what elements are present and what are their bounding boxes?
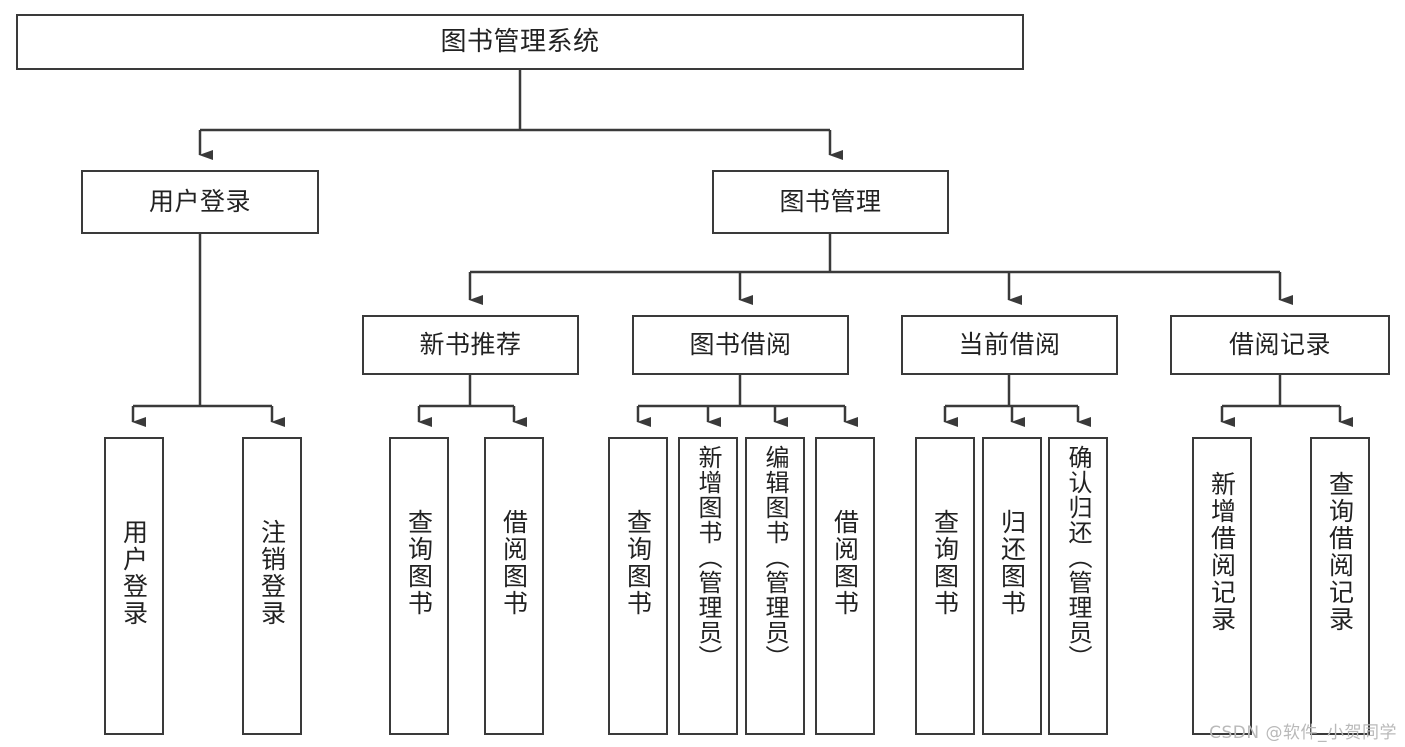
node-leaf-add-record-label: 新增借阅记录 (1207, 471, 1237, 633)
node-leaf-return-book-label: 归还图书 (997, 509, 1027, 617)
node-leaf-borrow-book-1-label: 借阅图书 (499, 509, 529, 617)
node-current-borrow[interactable]: 当前借阅 (901, 315, 1118, 375)
node-book-borrow-label: 图书借阅 (689, 330, 792, 360)
node-root-label: 图书管理系统 (440, 26, 600, 57)
node-leaf-edit-book[interactable]: 编辑图书（管理员） (745, 437, 805, 735)
node-book-borrow[interactable]: 图书借阅 (632, 315, 849, 375)
node-new-book-rec[interactable]: 新书推荐 (362, 315, 579, 375)
node-leaf-query-book-3-label: 查询图书 (930, 509, 960, 617)
node-leaf-user-login[interactable]: 用户登录 (104, 437, 164, 735)
node-leaf-confirm-return-label: 确认归还（管理员） (1064, 445, 1092, 670)
node-leaf-add-book[interactable]: 新增图书（管理员） (678, 437, 738, 735)
node-leaf-user-login-label: 用户登录 (119, 519, 149, 627)
node-leaf-logout[interactable]: 注销登录 (242, 437, 302, 735)
node-user-login-label: 用户登录 (148, 187, 251, 217)
node-leaf-query-book-1-label: 查询图书 (404, 509, 434, 617)
watermark: CSDN @软件_小贺同学 (1209, 723, 1397, 743)
node-current-borrow-label: 当前借阅 (958, 330, 1061, 360)
node-root[interactable]: 图书管理系统 (16, 14, 1024, 70)
node-leaf-add-record[interactable]: 新增借阅记录 (1192, 437, 1252, 735)
node-leaf-query-record[interactable]: 查询借阅记录 (1310, 437, 1370, 735)
node-book-manage[interactable]: 图书管理 (712, 170, 949, 234)
node-leaf-borrow-book-2[interactable]: 借阅图书 (815, 437, 875, 735)
node-leaf-query-book-3[interactable]: 查询图书 (915, 437, 975, 735)
node-leaf-borrow-book-2-label: 借阅图书 (830, 509, 860, 617)
node-leaf-edit-book-label: 编辑图书（管理员） (761, 445, 789, 670)
node-leaf-add-book-label: 新增图书（管理员） (694, 445, 722, 670)
node-borrow-record[interactable]: 借阅记录 (1170, 315, 1390, 375)
node-leaf-query-record-label: 查询借阅记录 (1325, 471, 1355, 633)
node-book-manage-label: 图书管理 (779, 187, 882, 217)
node-leaf-logout-label: 注销登录 (257, 519, 287, 627)
node-leaf-query-book-1[interactable]: 查询图书 (389, 437, 449, 735)
node-leaf-query-book-2-label: 查询图书 (623, 509, 653, 617)
node-borrow-record-label: 借阅记录 (1228, 330, 1331, 360)
node-leaf-return-book[interactable]: 归还图书 (982, 437, 1042, 735)
node-leaf-query-book-2[interactable]: 查询图书 (608, 437, 668, 735)
node-user-login[interactable]: 用户登录 (81, 170, 319, 234)
node-leaf-confirm-return[interactable]: 确认归还（管理员） (1048, 437, 1108, 735)
node-new-book-rec-label: 新书推荐 (419, 330, 522, 360)
node-leaf-borrow-book-1[interactable]: 借阅图书 (484, 437, 544, 735)
